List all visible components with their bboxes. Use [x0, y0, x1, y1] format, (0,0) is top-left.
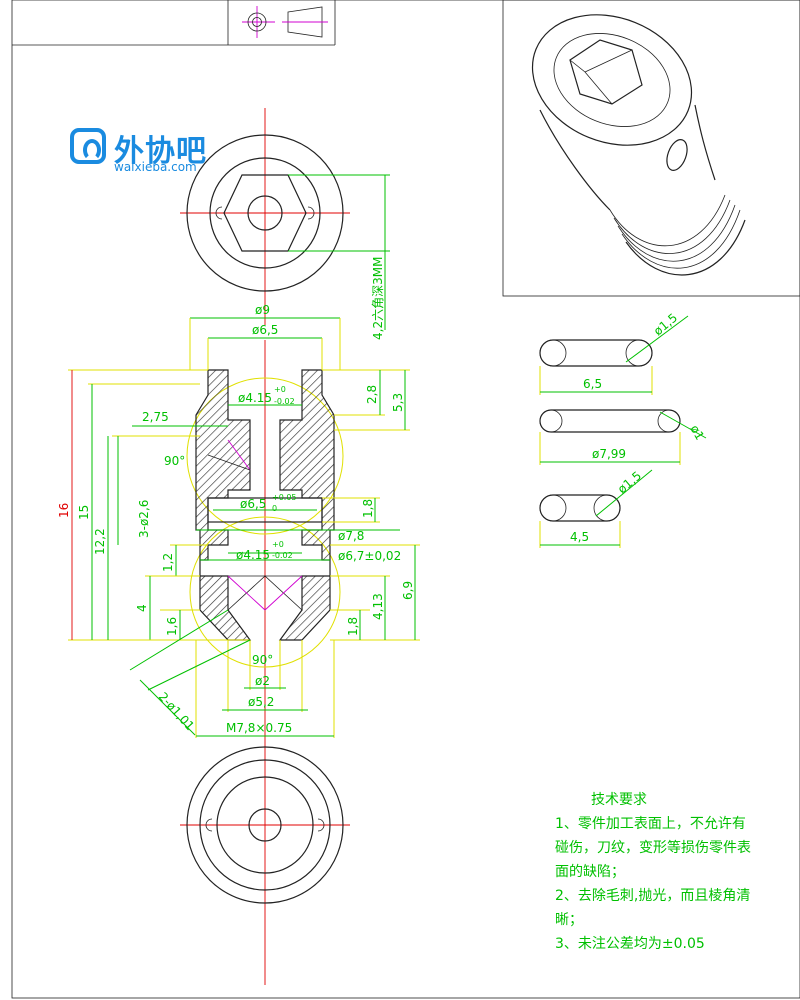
notes-item-3: 3、未注公差均为±0.05: [555, 936, 705, 952]
oring-3-diameter: ø1,5: [615, 469, 644, 497]
dim-d413: 4,13: [371, 593, 385, 620]
dim-d16: 16: [57, 503, 71, 518]
oring-2-width: ø7,99: [592, 447, 626, 461]
dim-d9: ø9: [255, 303, 270, 317]
notes-item-2: 2、去除毛刺,抛光，而且棱角清晰；: [555, 888, 751, 928]
oring-2: ø7,99 ø1: [539, 409, 707, 465]
dim-d65: ø6,5: [252, 323, 278, 337]
dim-d415-top-tol-lo: -0.02: [274, 397, 295, 406]
section-hatched-right: [278, 369, 335, 641]
logo-url: waixieba.com: [114, 160, 197, 174]
sheet-border: [11, 0, 800, 999]
dim-d78: ø7,8: [338, 529, 364, 543]
dim-d415-top-tol-up: +0: [274, 385, 286, 394]
dim-d2x: 2-ø1,01: [156, 690, 197, 734]
dim-d28: 2,8: [365, 385, 379, 404]
dim-d415-bot-tol-lo: -0.02: [272, 551, 293, 560]
isometric-view: [502, 0, 800, 297]
technical-requirements: 技术要求 1、零件加工表面上，不允许有碰伤，刀纹，变形等损伤零件表面的缺陷； 2…: [555, 788, 755, 956]
dim-d15: 15: [77, 505, 91, 520]
dim-m78: M7,8×0.75: [226, 721, 292, 735]
dim-angle-90-bot: 90°: [252, 653, 273, 667]
dim-d69: 6,9: [401, 581, 415, 600]
dim-angle-90-top: 90°: [164, 454, 185, 468]
oring-3-width: 4,5: [570, 530, 589, 544]
bottom-view: [180, 746, 350, 904]
dim-d415-bot-tol-up: +0: [272, 540, 284, 549]
oring-1: 6,5 ø1,5: [539, 311, 689, 395]
dim-d2: ø2: [255, 674, 270, 688]
oring-2-diameter: ø1: [687, 423, 707, 443]
logo-name: 外协吧: [114, 134, 207, 169]
hex-depth-label: 4,2六角深3MM: [371, 257, 385, 340]
top-view: 4,2六角深3MM: [180, 108, 390, 340]
dim-d67: ø6,7±0,02: [338, 549, 401, 563]
dim-d12: 1,2: [161, 553, 175, 572]
dim-d16s: 1,6: [165, 617, 179, 636]
oring-1-width: 6,5: [583, 377, 602, 391]
logo-mark-icon: [70, 128, 106, 164]
dim-d52: ø5,2: [248, 695, 274, 709]
dim-d275: 2,75: [142, 410, 169, 424]
dim-d4: 4: [135, 604, 149, 612]
thread-rings: [609, 194, 746, 276]
dim-d415-top: ø4.15: [238, 391, 272, 405]
dim-d415-bot: ø4.15: [236, 548, 270, 562]
notes-title: 技术要求: [591, 792, 647, 808]
dim-d326: 3-ø2,6: [137, 500, 151, 538]
projection-symbol: [242, 6, 328, 38]
dim-d53: 5,3: [391, 393, 405, 412]
dim-groove-tol-up: +0.05: [272, 493, 297, 502]
dim-d18b: 1,8: [346, 617, 360, 636]
dim-groove-tol-lo: 0: [272, 504, 277, 513]
oring-1-diameter: ø1,5: [651, 311, 680, 339]
oring-3: 4,5 ø1,5: [539, 469, 653, 548]
watermark-logo: 外协吧 waixieba.com: [70, 126, 220, 176]
dim-d65-groove: ø6,5: [240, 497, 266, 511]
dim-d122: 12,2: [93, 528, 107, 555]
dim-d18: 1,8: [361, 499, 375, 518]
section-view: ø9 ø6,5 ø4.15 +0 -0.02 2,8 5,3 2,75 90° …: [57, 303, 420, 985]
notes-item-1: 1、零件加工表面上，不允许有碰伤，刀纹，变形等损伤零件表面的缺陷；: [555, 816, 751, 880]
